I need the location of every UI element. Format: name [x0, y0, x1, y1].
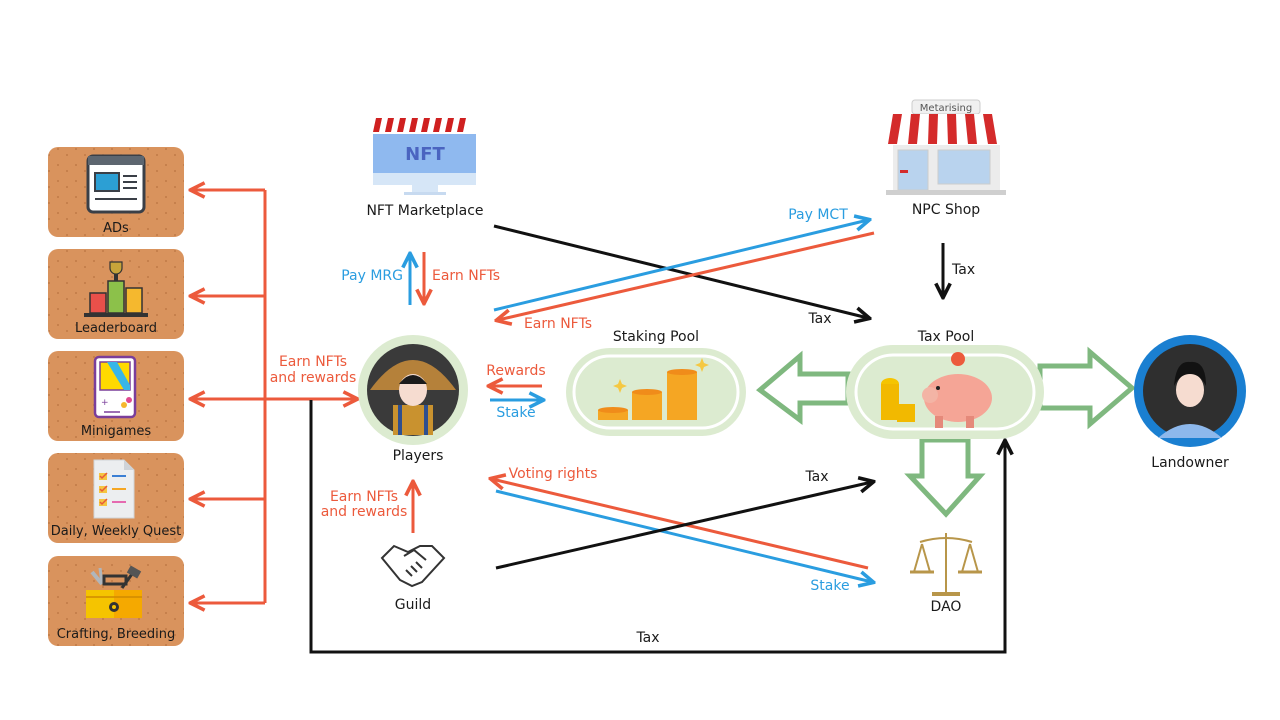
tile-label: Minigames	[81, 424, 152, 439]
tile-ads[interactable]: ADs	[48, 147, 184, 237]
earn-label-line2: and rewards	[270, 370, 357, 386]
piggy-bank-icon	[881, 352, 992, 428]
staking-flows: Rewards Stake	[486, 363, 545, 421]
players-node[interactable]: Players	[358, 335, 468, 464]
staking-pool-label: Staking Pool	[613, 329, 699, 345]
landowner-avatar	[1158, 361, 1222, 438]
guild-earn-label-line1: Earn NFTs	[330, 489, 398, 505]
coin-stack-icon	[598, 358, 709, 420]
rewards-label: Rewards	[486, 363, 545, 379]
tax-pool-label: Tax Pool	[917, 329, 975, 345]
tax-market-label: Tax	[807, 311, 831, 327]
tile-leaderboard[interactable]: Leaderboard	[48, 249, 184, 339]
landowner-label: Landowner	[1151, 455, 1229, 471]
guild-node[interactable]: Earn NFTs and rewards Guild	[321, 483, 446, 613]
pay-mct-arrow	[493, 220, 868, 312]
tax-label-bottom: Tax	[635, 630, 659, 646]
nft-marketplace-node[interactable]: NFT NFT Marketplace	[366, 117, 484, 219]
guild-earn-label-line2: and rewards	[321, 504, 408, 520]
player-avatar	[367, 344, 459, 436]
arrow-to-staking-pool	[755, 350, 851, 425]
market-player-flows: Pay MRG Earn NFTs	[341, 252, 500, 305]
landowner-node[interactable]: Landowner	[1134, 335, 1246, 471]
npc-shop-label: NPC Shop	[912, 202, 980, 218]
earn-nfts-market-label: Earn NFTs	[432, 268, 500, 284]
svg-text:+: +	[101, 398, 109, 408]
earn-nfts-npc-arrow	[498, 231, 875, 320]
dao-label: DAO	[931, 599, 962, 615]
stake-pool-label: Stake	[496, 405, 535, 421]
nft-screen-text: NFT	[405, 144, 445, 165]
tax-pool-distribution-arrows	[755, 346, 1136, 518]
handshake-icon	[380, 544, 446, 588]
tile-quest[interactable]: Daily, Weekly Quest	[48, 453, 184, 543]
tile-label: Daily, Weekly Quest	[51, 524, 182, 539]
checklist-icon	[93, 459, 135, 519]
pay-mrg-label: Pay MRG	[341, 268, 403, 284]
scales-icon	[910, 533, 982, 596]
nft-marketplace-label: NFT Marketplace	[366, 203, 483, 219]
earn-nfts-npc-label: Earn NFTs	[524, 316, 592, 332]
guild-tax-arrow	[495, 482, 872, 570]
stake-dao-label: Stake	[810, 578, 849, 594]
ad-window-icon	[86, 154, 146, 214]
players-label: Players	[393, 448, 444, 464]
earn-bus: Earn NFTs and rewards	[192, 190, 356, 603]
tile-minigames[interactable]: + Minigames	[48, 351, 184, 441]
earn-label-line1: Earn NFTs	[279, 354, 347, 370]
pay-mct-label: Pay MCT	[788, 207, 848, 223]
tax-loop-bottom: Tax	[309, 400, 1005, 654]
arrow-to-landowner	[1037, 346, 1136, 430]
guild-label: Guild	[395, 597, 431, 613]
handheld-console-icon: +	[93, 355, 137, 419]
toolbox-icon	[86, 565, 142, 618]
tax-npc-label: Tax	[951, 262, 975, 278]
tile-label: Leaderboard	[75, 321, 157, 336]
podium-trophy-icon	[84, 261, 148, 317]
nft-monitor-icon: NFT	[373, 117, 476, 195]
arrow-to-dao	[904, 437, 986, 518]
shop-icon: Metarising	[886, 99, 1006, 195]
shop-sign-text: Metarising	[920, 103, 972, 114]
tax-guild-label: Tax	[804, 469, 828, 485]
dao-node[interactable]: DAO	[910, 533, 982, 615]
tile-label: ADs	[103, 221, 129, 236]
stake-dao-arrow	[495, 489, 872, 582]
left-tiles: ADs Leaderboard +	[48, 147, 184, 646]
voting-rights-arrow	[492, 479, 869, 570]
tile-label: Crafting, Breeding	[57, 627, 176, 642]
tax-pool-node[interactable]: Tax Pool	[846, 329, 1044, 439]
voting-rights-label: Voting rights	[509, 466, 598, 482]
tile-crafting[interactable]: Crafting, Breeding	[48, 556, 184, 646]
npc-shop-node[interactable]: Metarising NPC Shop	[886, 99, 1006, 218]
market-tax-arrow	[493, 224, 868, 318]
staking-pool-node[interactable]: Staking Pool	[566, 329, 746, 436]
